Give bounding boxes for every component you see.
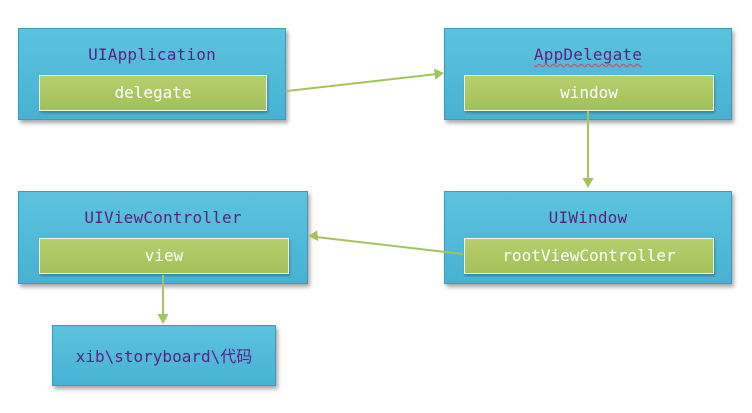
appdelegate-box: AppDelegate window bbox=[444, 28, 732, 120]
arrowhead-source bbox=[157, 314, 169, 324]
window-property: window bbox=[464, 75, 714, 111]
delegate-property: delegate bbox=[39, 75, 267, 111]
arrowhead-uiviewcontroller bbox=[308, 230, 319, 242]
view-source-suffix: 代码 bbox=[220, 347, 253, 366]
view-source-label: xib\storyboard\代码 bbox=[53, 343, 275, 367]
appdelegate-title-text: AppDelegate bbox=[533, 45, 643, 64]
uiwindow-box: UIWindow rootViewController bbox=[444, 191, 732, 284]
rootviewcontroller-property: rootViewController bbox=[464, 238, 714, 274]
uiviewcontroller-title: UIViewController bbox=[84, 208, 242, 227]
view-property: view bbox=[39, 238, 289, 274]
view-source-box: xib\storyboard\代码 bbox=[52, 325, 276, 386]
uiapplication-title: UIApplication bbox=[88, 45, 216, 64]
view-source-prefix: xib\storyboard\ bbox=[75, 347, 221, 366]
uiviewcontroller-box: UIViewController view bbox=[18, 191, 308, 284]
uiapplication-box: UIApplication delegate bbox=[18, 28, 286, 120]
arrow-delegate-to-appdelegate bbox=[286, 73, 438, 92]
appdelegate-title: AppDelegate bbox=[445, 45, 731, 64]
arrow-rootvc-to-uiviewcontroller bbox=[315, 236, 464, 255]
arrowhead-appdelegate bbox=[434, 68, 444, 80]
arrowhead-uiwindow bbox=[582, 178, 594, 188]
uiwindow-title: UIWindow bbox=[548, 208, 628, 227]
